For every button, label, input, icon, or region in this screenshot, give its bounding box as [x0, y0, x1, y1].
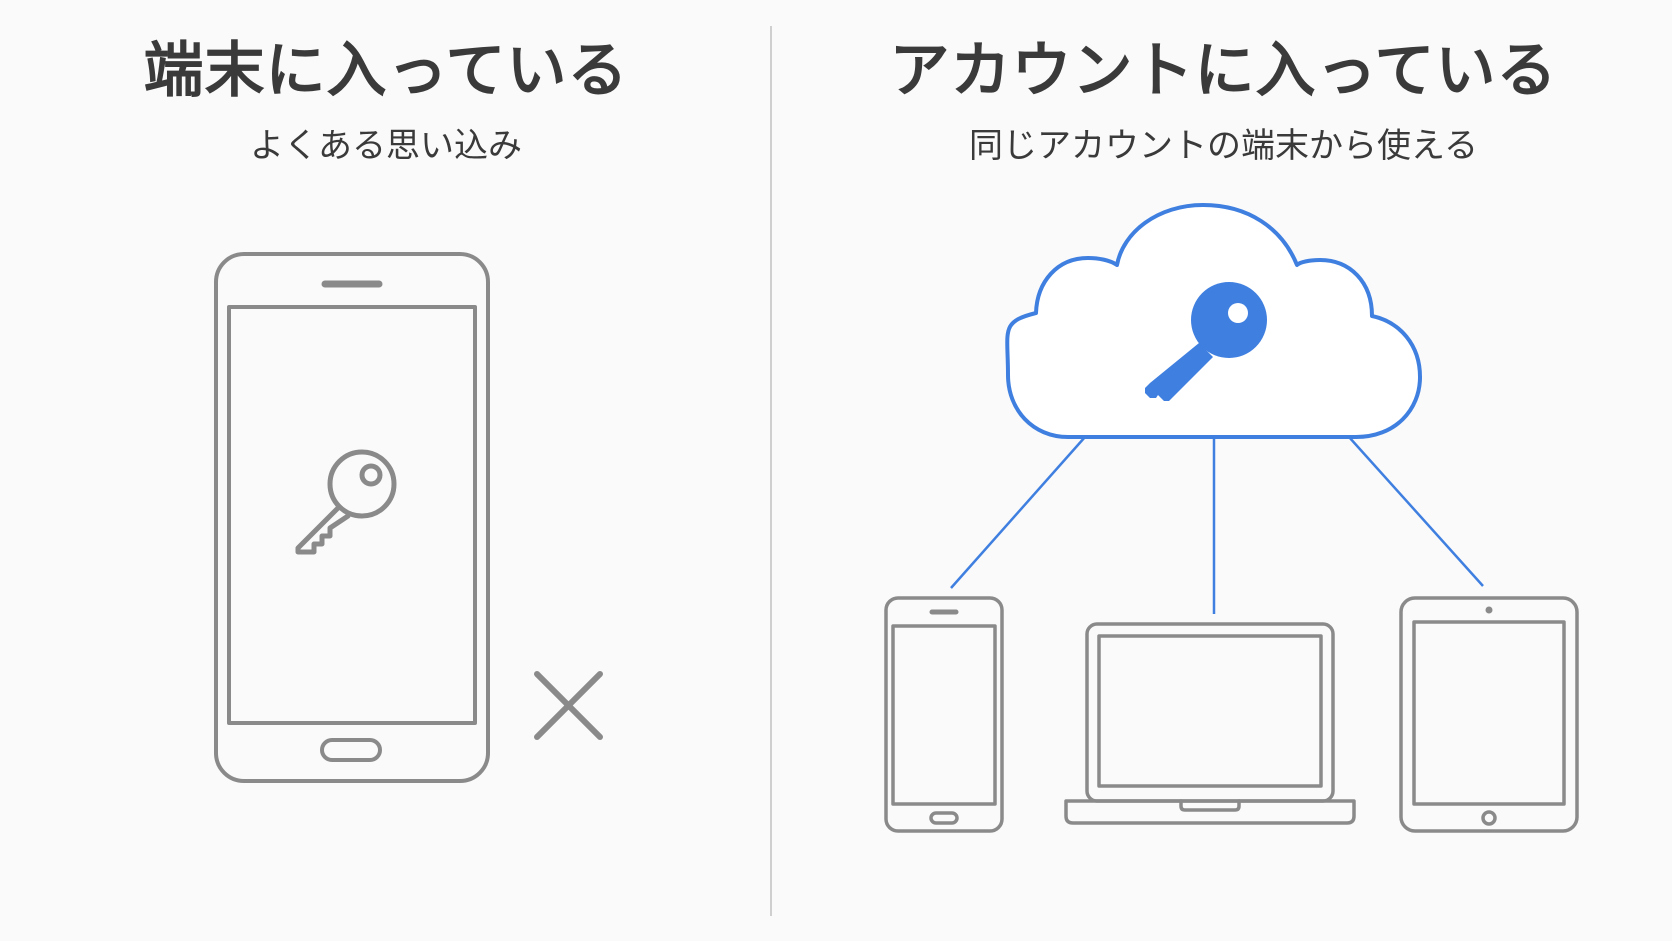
key-outline-icon [295, 449, 397, 555]
right-panel-title: アカウントに入っている [889, 36, 1558, 106]
tablet-camera [1485, 606, 1493, 614]
smartphone-icon [884, 596, 1004, 833]
smartphone-icon [214, 252, 490, 783]
right-panel-subtitle: 同じアカウントの端末から使える [969, 126, 1478, 166]
tablet-icon [1399, 596, 1579, 833]
left-panel-title: 端末に入っている [143, 36, 629, 106]
left-panel-subtitle: よくある思い込み [250, 126, 522, 166]
cloud-connector-lines [950, 436, 1484, 614]
key-hole [1228, 303, 1248, 323]
laptop-icon [1064, 622, 1356, 825]
cross-mark-icon [534, 671, 603, 740]
panel-divider [770, 26, 772, 916]
key-filled-icon [1145, 282, 1267, 401]
